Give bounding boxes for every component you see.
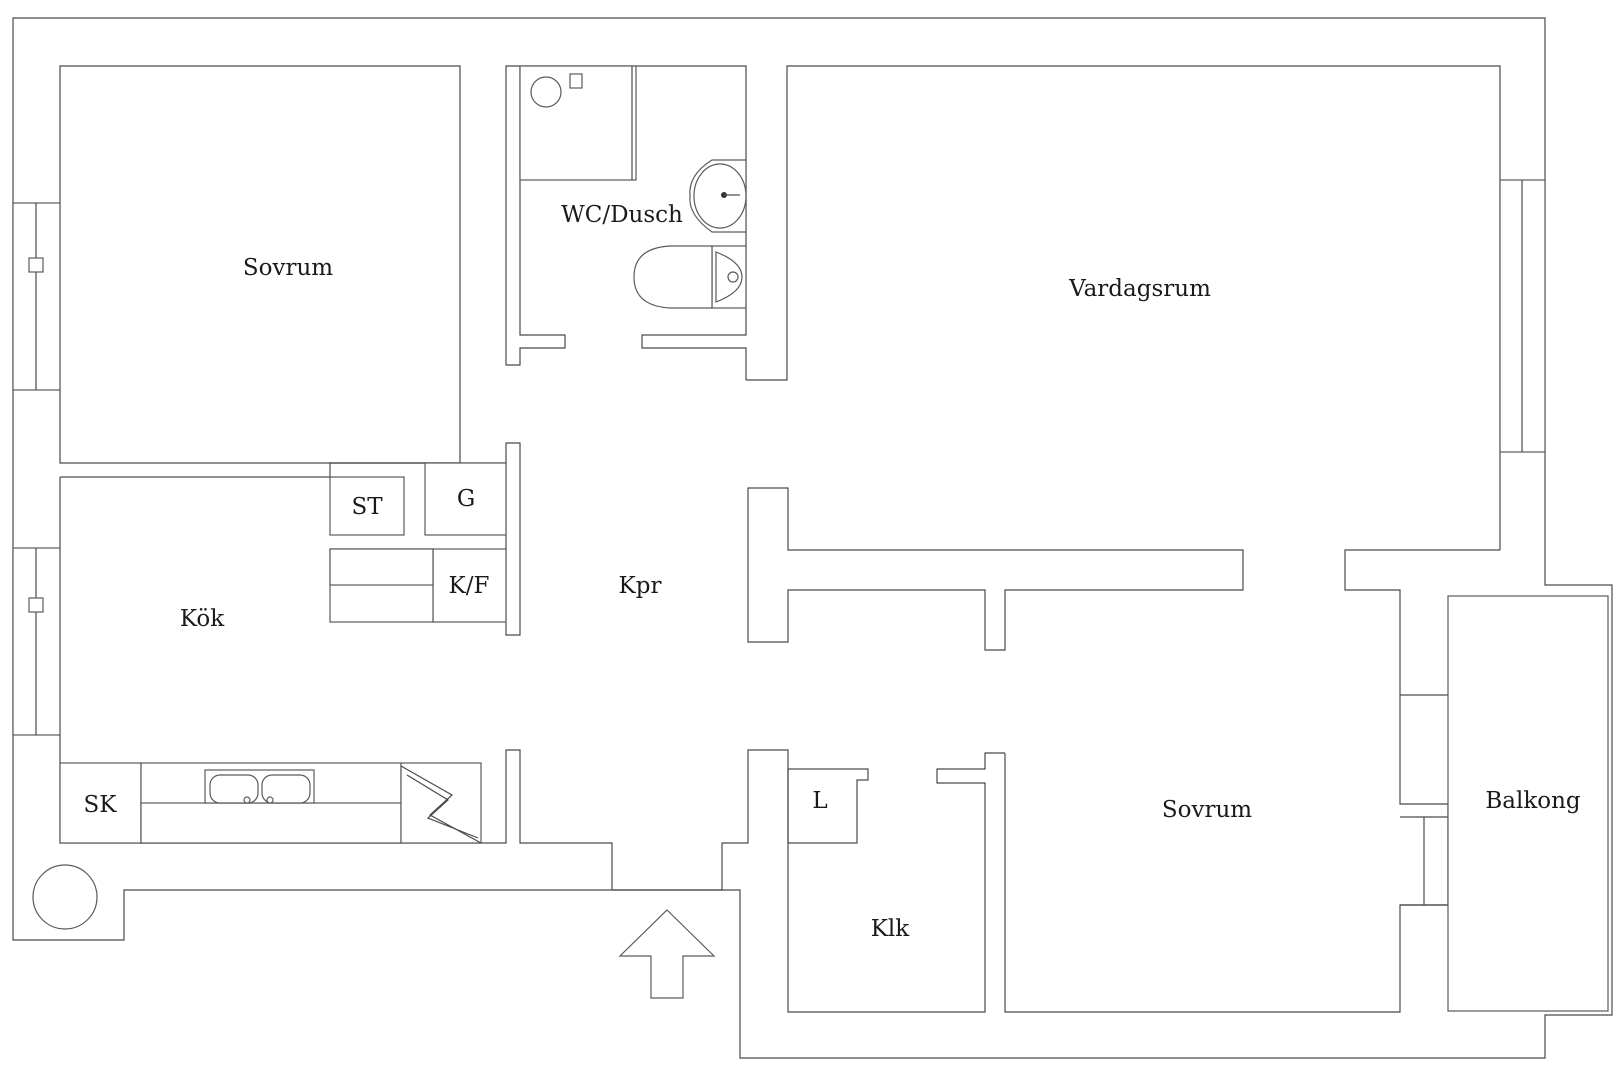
- round-chimney-icon: [32, 864, 98, 930]
- bathroom-right-wall: [746, 65, 1501, 550]
- fridge-freezer: [432, 548, 507, 623]
- storage-g: [424, 462, 507, 536]
- entrance-walls: [612, 749, 789, 891]
- room-label-storage-g: G: [457, 486, 475, 512]
- kitchen-shelf: [329, 548, 434, 586]
- room-label-hallway: Kpr: [619, 573, 662, 599]
- room-label-storage-st: ST: [351, 494, 383, 520]
- room-label-bedroom-1: Sovrum: [243, 255, 333, 281]
- room-label-broom-closet: SK: [84, 792, 118, 818]
- room-label-balcony: Balkong: [1485, 788, 1581, 814]
- room-label-living-room: Vardagsrum: [1068, 276, 1211, 302]
- room-label-linen-closet: L: [812, 788, 827, 814]
- entrance-arrow-icon: [618, 909, 716, 999]
- counter-front: [140, 802, 402, 844]
- shower-tap: [569, 73, 583, 89]
- shower-drain: [530, 76, 562, 108]
- room-label-bathroom: WC/Dusch: [561, 202, 683, 228]
- stove-icon: [400, 762, 482, 844]
- room-label-kitchen: Kök: [180, 606, 225, 632]
- outer-wall: [12, 17, 1613, 1059]
- living-room-walls: [1344, 549, 1500, 696]
- double-sink-icon: [204, 769, 315, 804]
- room-label-bedroom-2: Sovrum: [1162, 797, 1252, 823]
- broom-closet: [59, 762, 142, 844]
- balcony-walls: [1447, 595, 1609, 1012]
- linen-closet-walls: [787, 752, 1005, 1013]
- living-room-wall-stub: [747, 487, 1244, 651]
- room-label-fridge-freezer: K/F: [449, 573, 490, 599]
- bathroom-walls: [505, 65, 747, 380]
- storage-st: [329, 476, 405, 536]
- bedroom-2-walls: [1004, 695, 1449, 1013]
- room-label-walk-in-closet: Klk: [871, 916, 911, 942]
- kitchen-walls: [60, 442, 521, 636]
